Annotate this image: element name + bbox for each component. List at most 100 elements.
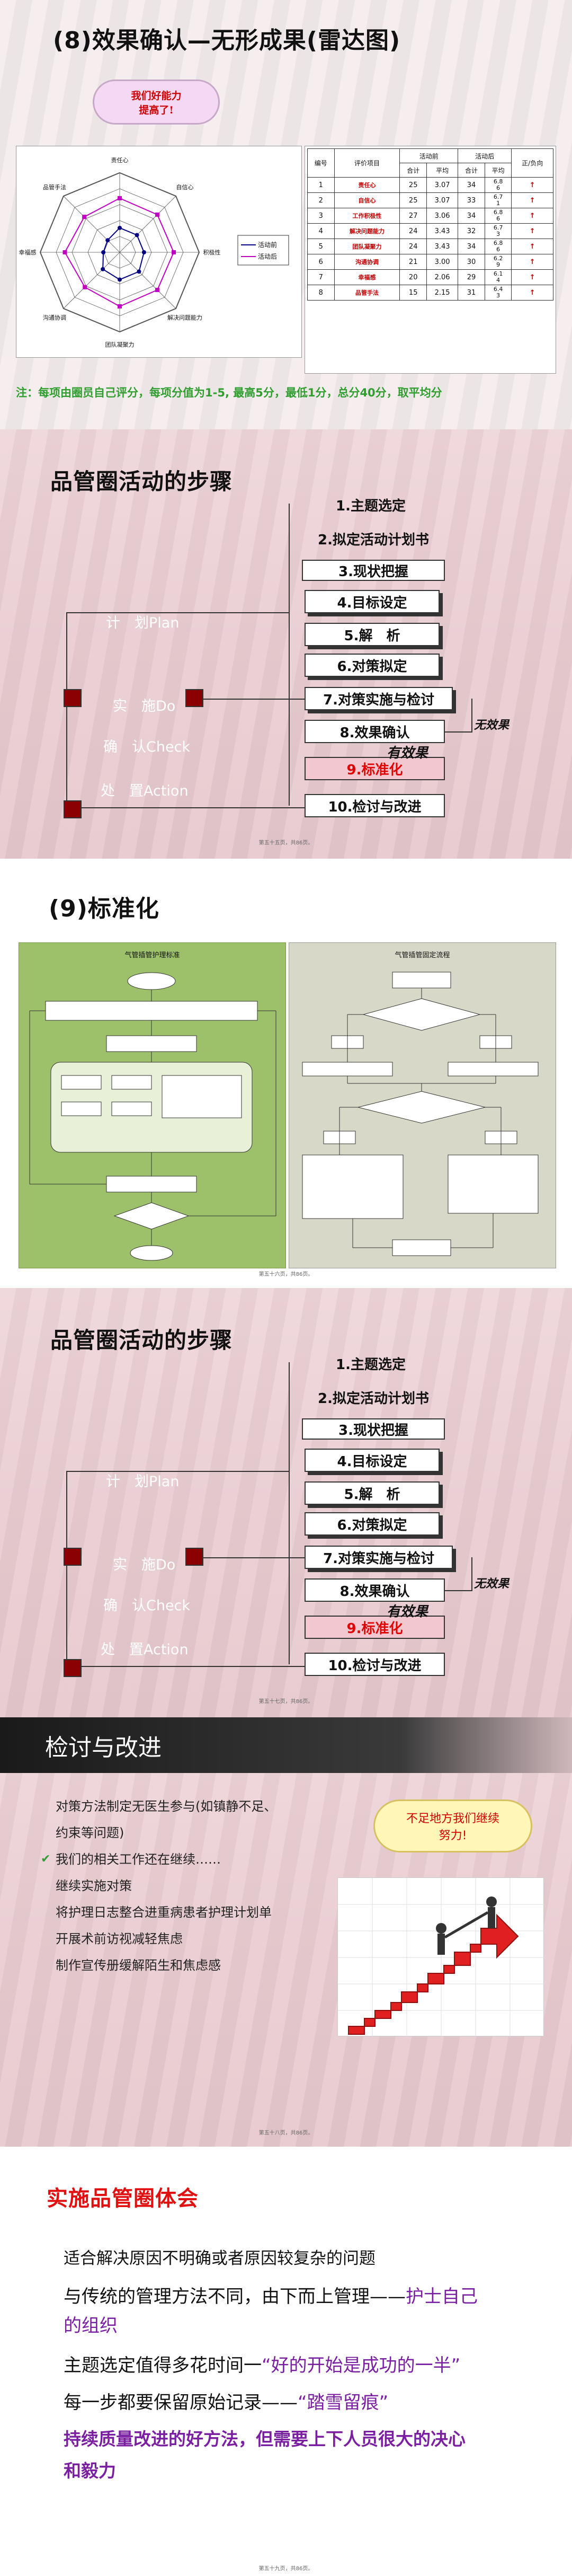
radar-axis-label: 解决问题能力 [167, 314, 202, 321]
callout-cloud: 我们好能力 提高了! [93, 80, 220, 125]
step-2: 2.拟定活动计划书 [318, 1390, 429, 1407]
table-cell: 6.4 3 [484, 285, 512, 301]
phase-marker [64, 689, 82, 707]
radar-axis-label: 沟通协调 [43, 314, 66, 321]
step-1: 1.主题选定 [336, 498, 406, 514]
motivation-cloud: 不足地方我们继续 努力! [373, 1799, 532, 1852]
th-after: 活动后 [458, 148, 512, 163]
flowchart-title: 气管插管固定流程 [395, 951, 450, 959]
step-10: 10.检讨与改进 [305, 1653, 445, 1676]
table-cell: 幸福感 [334, 269, 400, 285]
phase-marker [185, 1548, 203, 1566]
table-cell: ↑ [511, 223, 553, 239]
step-7: 7.对策实施与检讨 [305, 1546, 453, 1569]
step-10: 10.检讨与改进 [305, 794, 445, 817]
phase-label-3: 确 认Check [103, 739, 191, 755]
radar-spoke [63, 252, 120, 309]
table-cell: ↑ [511, 239, 553, 254]
table-cell: 33 [458, 192, 485, 208]
radar-spoke [119, 252, 176, 309]
climbing-arrow-illustration [337, 1877, 544, 2037]
table-cell: 6.2 9 [484, 254, 512, 270]
slide-footer: 第五十七页，共86页。 [258, 1699, 314, 1705]
radar-spoke [119, 196, 176, 253]
radar-point [172, 250, 176, 254]
radar-chart-panel: 责任心自信心积极性解决问题能力团队凝聚力沟通协调幸福感品管手法活动前活动后 [16, 146, 302, 358]
flow-connector [289, 1362, 290, 1664]
table-cell: 15 [399, 285, 427, 301]
slide-title: 实施品管圈体会 [47, 2186, 199, 2211]
check-icon: ✔ [41, 1852, 51, 1866]
summary-line-2: 与传统的管理方法不同，由下而上管理——护士自己 [64, 2286, 478, 2307]
step-7: 7.对策实施与检讨 [305, 687, 453, 710]
bullet-line: 对策方法制定无医生参与(如镇静不足、 [56, 1799, 277, 1814]
table-cell: 3.43 [426, 223, 459, 239]
radar-point [83, 285, 87, 289]
radar-axis-label: 品管手法 [43, 183, 66, 191]
flow-connector [66, 612, 67, 808]
table-cell: 30 [458, 254, 485, 270]
radar-point [141, 250, 146, 254]
table-cell: 5 [307, 239, 335, 254]
table-cell: 6 [307, 254, 335, 270]
table-cell: 2.15 [426, 285, 459, 301]
table-cell: 品管手法 [334, 285, 400, 301]
th-before: 活动前 [399, 148, 459, 163]
phase-label-3: 确 认Check [103, 1598, 191, 1614]
radar-axis-label: 幸福感 [19, 249, 37, 256]
staircase-arrow-icon [338, 1878, 544, 2037]
step-9: 9.标准化 [305, 1616, 445, 1639]
table-cell: 6.8 6 [484, 239, 512, 254]
table-cell: ↑ [511, 269, 553, 285]
radar-point [118, 277, 122, 282]
bullet-line: 将护理日志整合进重病患者护理计划单 [56, 1905, 272, 1920]
summary-line-7: 和毅力 [64, 2460, 116, 2481]
th-before-sum: 合计 [399, 163, 427, 178]
step-6: 6.对策拟定 [305, 1512, 440, 1536]
effective-label: 有效果 [387, 1604, 428, 1620]
table-cell: 3.07 [426, 192, 459, 208]
flow-connector [66, 1471, 289, 1472]
bullet-line: 约束等问题) [56, 1825, 124, 1840]
slide-title: 品管圈活动的步骤 [50, 1327, 233, 1353]
phase-marker [64, 800, 82, 818]
table-cell: 25 [399, 192, 427, 208]
flowchart-left-graphic [29, 972, 276, 1261]
table-cell: 责任心 [334, 177, 400, 193]
table-cell: 解决问题能力 [334, 223, 400, 239]
flow-connector [471, 699, 472, 731]
slide-footer: 第五十八页，共86页。 [258, 2130, 314, 2136]
table-cell: 自信心 [334, 192, 400, 208]
flowchart-title: 气管插管护理标准 [124, 951, 180, 959]
step-8: 8.效果确认 [305, 720, 445, 743]
phase-marker [185, 689, 203, 707]
table-cell: 32 [458, 223, 485, 239]
radar-point [155, 212, 160, 217]
table-cell: 20 [399, 269, 427, 285]
table-cell: ↑ [511, 177, 553, 193]
flow-connector [66, 1471, 67, 1667]
summary-line-3: 的组织 [64, 2315, 118, 2336]
step-3: 3.现状把握 [302, 1418, 445, 1440]
step-5: 5.解 析 [305, 623, 440, 646]
slide-qcc-experience: 实施品管圈体会 适合解决原因不明确或者原因较复杂的问题 与传统的管理方法不同，由… [0, 2147, 572, 2576]
th-after-avg: 平均 [484, 163, 512, 178]
th-after-sum: 合计 [458, 163, 485, 178]
table-cell: 34 [458, 177, 485, 193]
radar-axis-label: 积极性 [203, 249, 221, 256]
table-cell: 沟通协调 [334, 254, 400, 270]
slide-review-improve: 检讨与改进 对策方法制定无医生参与(如镇静不足、 约束等问题) ✔ 我们的相关工… [0, 1717, 572, 2147]
radar-axis-label: 责任心 [111, 157, 129, 164]
flow-connector [66, 1666, 305, 1667]
table-cell: 6.8 6 [484, 177, 512, 193]
flow-connector [66, 612, 289, 613]
legend-label: 活动后 [258, 253, 277, 260]
